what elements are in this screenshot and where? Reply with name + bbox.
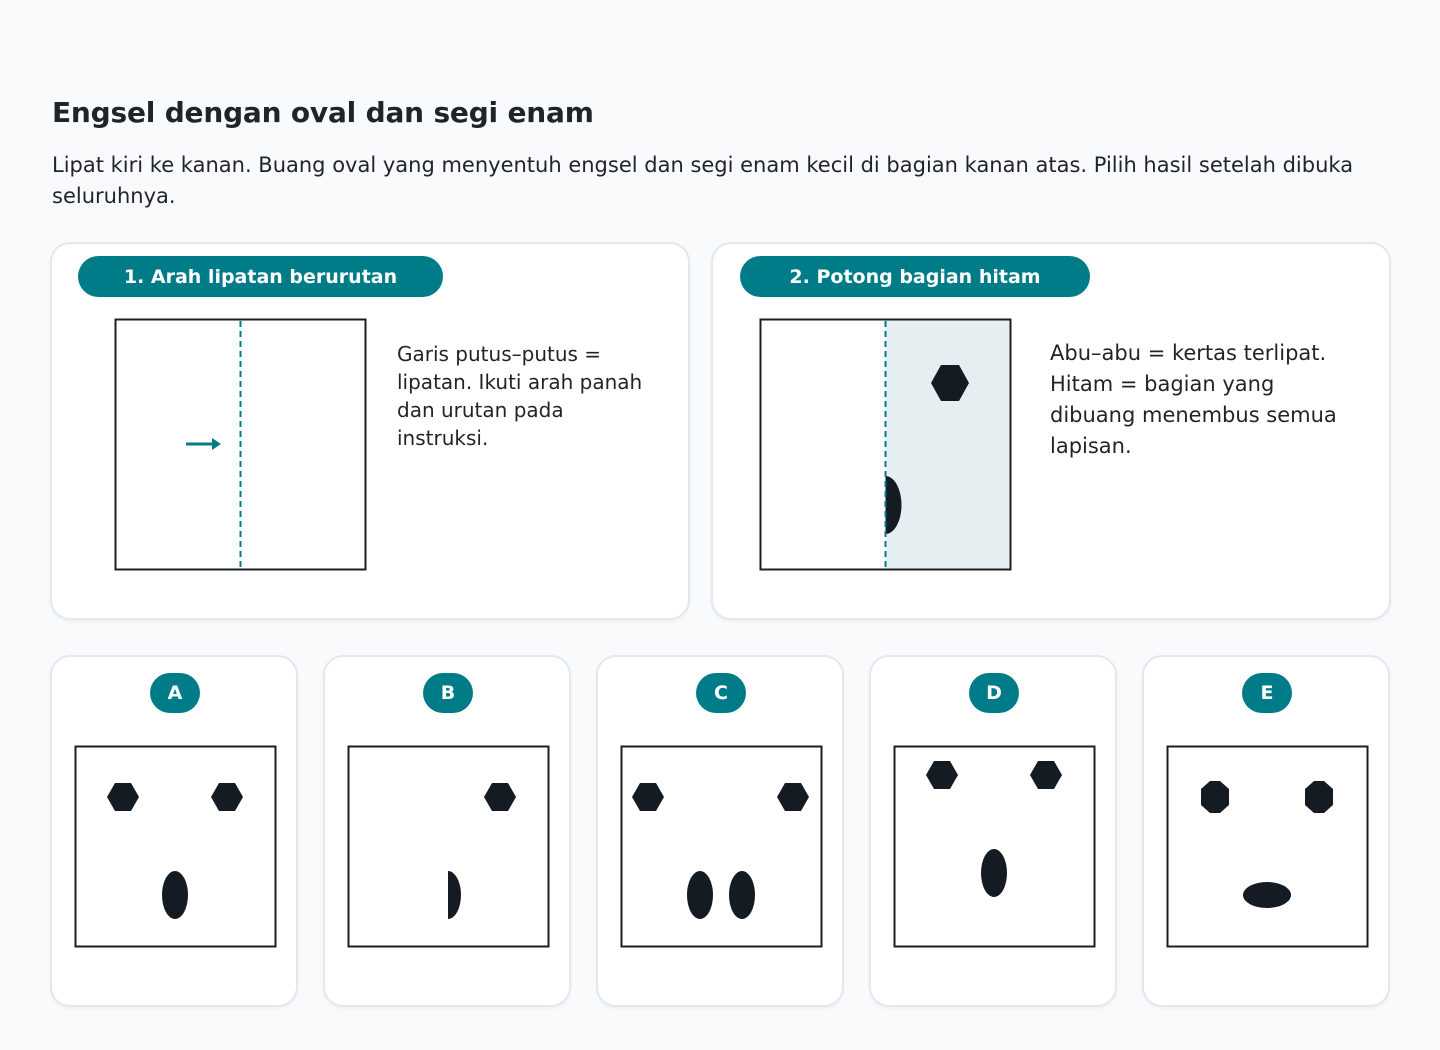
question-instruction: Lipat kiri ke kanan. Buang oval yang men… (52, 153, 1354, 208)
fold-arrow-icon (186, 438, 221, 450)
fold-direction-note: Garis putus–putus = lipatan. Ikuti arah … (397, 342, 643, 450)
fold-direction-panel: 1. Arah lipatan berurutan Garis putus–pu… (50, 242, 690, 620)
option-e-badge: E (1242, 673, 1292, 713)
half-oval-cutout-icon (885, 476, 902, 534)
option-a-figure-icon (74, 745, 277, 948)
option-e-figure-icon (1166, 745, 1369, 948)
option-a-badge: A (150, 673, 200, 713)
cut-label: 2. Potong bagian hitam (740, 256, 1090, 297)
option-d-figure-icon (893, 745, 1096, 948)
cut-diagram (759, 318, 1012, 571)
option-c-badge: C (696, 673, 746, 713)
option-b-card[interactable]: B (323, 655, 571, 1007)
option-a-card[interactable]: A (50, 655, 298, 1007)
option-b-figure-icon (347, 745, 550, 948)
fold-direction-diagram (114, 318, 367, 571)
cut-panel: 2. Potong bagian hitam Abu–abu = kertas … (711, 242, 1391, 620)
option-c-card[interactable]: C (596, 655, 844, 1007)
folded-paper-area (885, 320, 1010, 569)
cut-note: Abu–abu = kertas terlipat. Hitam = bagia… (1050, 341, 1337, 458)
fold-direction-label: 1. Arah lipatan berurutan (78, 256, 443, 297)
hexagon-cutout-icon (931, 365, 969, 401)
option-b-badge: B (423, 673, 473, 713)
question-title: Engsel dengan oval dan segi enam (52, 96, 594, 129)
option-d-badge: D (969, 673, 1019, 713)
option-e-card[interactable]: E (1142, 655, 1390, 1007)
option-d-card[interactable]: D (869, 655, 1117, 1007)
option-c-figure-icon (620, 745, 823, 948)
